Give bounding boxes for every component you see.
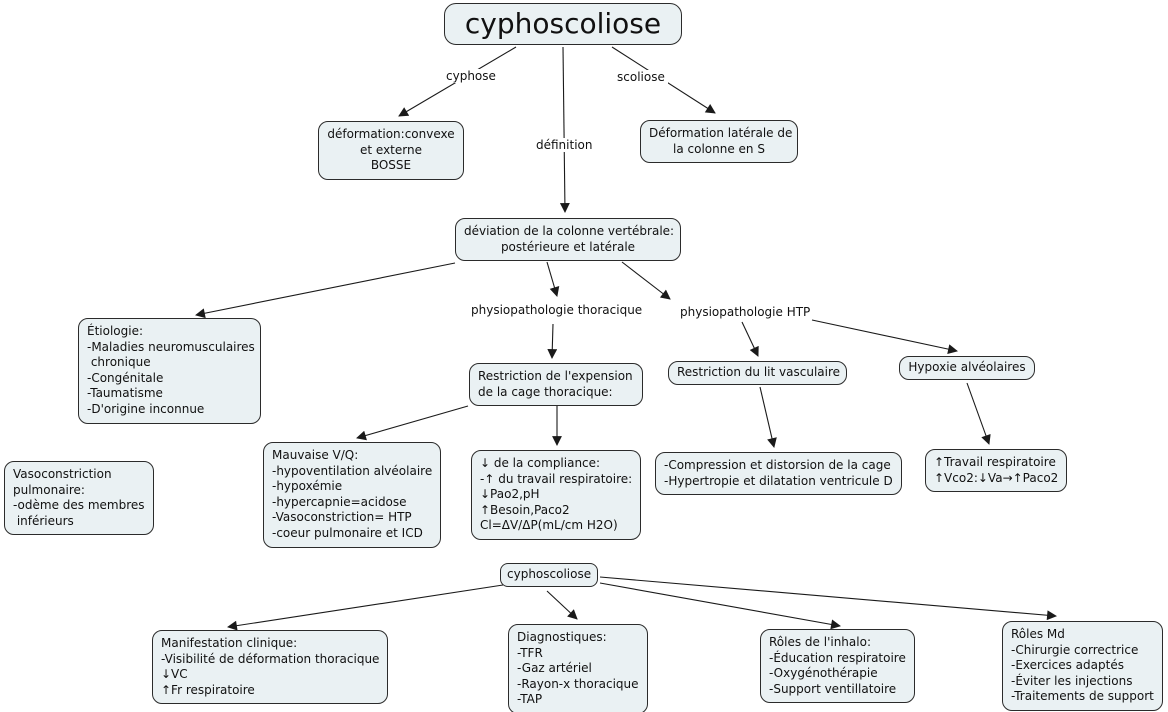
node-diagnostiques[interactable]: Diagnostiques: -TFR -Gaz artériel -Rayon… [508, 624, 648, 712]
edge-label-scoliose[interactable]: scoliose [614, 70, 668, 85]
node-deformation-convexe[interactable]: déformation:convexe et externe BOSSE [318, 121, 464, 180]
node-deformation-laterale[interactable]: Déformation latérale de la colonne en S [640, 120, 798, 164]
node-hypoxie-alveolaires[interactable]: Hypoxie alvéolaires [899, 356, 1035, 380]
node-manifestation-clinique[interactable]: Manifestation clinique: -Visibilité de d… [152, 630, 389, 705]
node-vasoconstriction-pulmonaire[interactable]: Vasoconstriction pulmonaire: -odème des … [4, 461, 154, 536]
node-compliance[interactable]: ↓ de la compliance: -↑ du travail respir… [471, 450, 642, 540]
edge-label-cyphose[interactable]: cyphose [443, 69, 499, 84]
node-cyphoscoliose-small[interactable]: cyphoscoliose [500, 563, 598, 587]
node-deviation-colonne[interactable]: déviation de la colonne vertébrale: post… [455, 218, 681, 262]
node-travail-respiratoire[interactable]: ↑Travail respiratoire ↑Vco2:↓Va→↑Paco2 [925, 449, 1068, 493]
node-roles-inhalo[interactable]: Rôles de l'inhalo: -Éducation respiratoi… [760, 629, 915, 704]
node-roles-md[interactable]: Rôles Md -Chirurgie correctrice -Exercic… [1002, 621, 1163, 711]
node-etiologie[interactable]: Étiologie: -Maladies neuromusculaires ch… [78, 318, 261, 424]
edge-label-physiopathologie-htp[interactable]: physiopathologie HTP [677, 305, 814, 320]
edge-label-definition[interactable]: définition [533, 138, 596, 153]
node-restriction-expension[interactable]: Restriction de l'expension de la cage th… [469, 363, 643, 407]
node-mauvaise-vq[interactable]: Mauvaise V/Q: -hypoventilation alvéolair… [263, 442, 442, 548]
edge-label-physiopathologie-thoracique[interactable]: physiopathologie thoracique [468, 303, 646, 318]
node-title-cyphoscoliose[interactable]: cyphoscoliose [444, 3, 682, 45]
node-restriction-lit-vasculaire[interactable]: Restriction du lit vasculaire [668, 361, 847, 385]
node-compression-distorsion[interactable]: -Compression et distorsion de la cage -H… [655, 452, 902, 496]
